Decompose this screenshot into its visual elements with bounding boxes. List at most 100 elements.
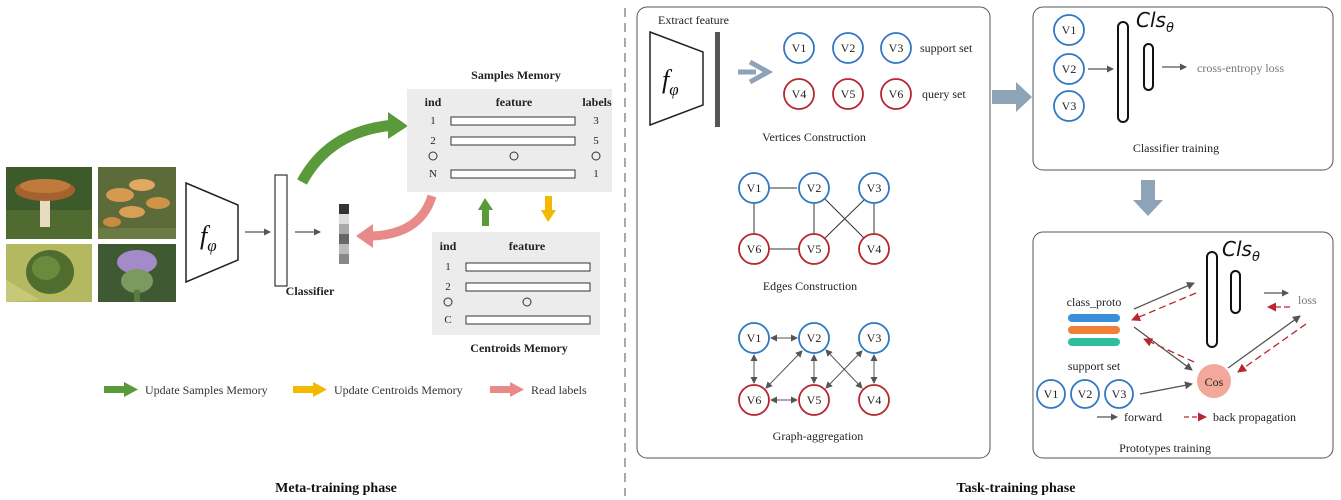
- centroids-row-ind: C: [444, 314, 451, 326]
- samples-memory-panel: ind feature labels 1 3 2 5 N 1: [407, 89, 612, 192]
- support-vertices: V1 V2 V3: [783, 32, 912, 64]
- samples-memory-title: Samples Memory: [471, 68, 561, 82]
- update-samples-arrow: [297, 119, 396, 185]
- classifier-training-title: Classifier training: [1133, 141, 1219, 155]
- cls-layer-2: [1143, 43, 1154, 91]
- ellipsis-circle: [428, 151, 438, 161]
- vertex-label: V2: [1078, 387, 1093, 401]
- class-proto-bars: [1068, 314, 1120, 346]
- vertex-label: V3: [1062, 99, 1077, 113]
- vertex-label: V6: [747, 393, 762, 407]
- ellipsis-circle: [591, 151, 601, 161]
- read-labels-arrowhead: [356, 224, 373, 248]
- proto-bar-teal: [1068, 338, 1120, 346]
- class-proto-label: class_proto: [1067, 295, 1122, 309]
- proto-cls-layer-1: [1206, 251, 1218, 348]
- edges-graph: V1 V2 V3 V6 V5 V4: [738, 172, 890, 265]
- update-centroids-small-arrow: [541, 196, 556, 222]
- vertex-label: V4: [867, 393, 882, 407]
- legend-update-samples: Update Samples Memory: [145, 383, 268, 397]
- arrow-to-classifier-training: [992, 82, 1032, 112]
- meta-training-phase-label: Meta-training phase: [275, 481, 397, 496]
- backprop-cls-to-proto: [1131, 292, 1197, 322]
- classifier-training-panel: [1032, 6, 1334, 171]
- arrow-proto-to-cls: [1133, 282, 1195, 310]
- samples-header-labels: labels: [582, 95, 612, 109]
- vertex-label: V2: [807, 331, 822, 345]
- centroids-row-ind: 2: [445, 281, 451, 293]
- graph-aggregation-label: Graph-aggregation: [773, 429, 864, 443]
- backprop-loss-to-cos: [1237, 323, 1307, 373]
- cls-theta-label: Clsθ: [1136, 8, 1174, 36]
- gray-arrow-to-vertices: [738, 59, 774, 85]
- samples-row-ind: 1: [430, 115, 436, 127]
- vertex-label: V1: [747, 181, 762, 195]
- legend-update-centroids: Update Centroids Memory: [334, 383, 463, 397]
- proto-support-nodes: V1 V2 V3: [1036, 379, 1134, 409]
- centroids-memory-title: Centroids Memory: [470, 341, 567, 355]
- vertex-label: V3: [867, 331, 882, 345]
- update-samples-arrowhead: [388, 112, 408, 139]
- read-labels-arrow: [369, 194, 437, 241]
- update-samples-small-arrow: [478, 198, 493, 226]
- vertex-label: V1: [1044, 387, 1059, 401]
- edges-construction-label: Edges Construction: [763, 279, 857, 293]
- encoder-block: fφ: [185, 181, 239, 284]
- arrow-cos-to-loss: [1227, 315, 1301, 369]
- samples-header-feature: feature: [496, 95, 533, 109]
- centroids-row-ind: 1: [445, 261, 451, 273]
- task-encoder-label: fφ: [662, 65, 679, 99]
- vertex-label: V2: [1062, 62, 1077, 76]
- proto-cls-layer-2: [1230, 270, 1241, 314]
- cos-node: [1197, 364, 1231, 398]
- samples-row-label: 5: [593, 135, 599, 147]
- proto-bar-orange: [1068, 326, 1120, 334]
- samples-row-label: 3: [593, 115, 599, 127]
- legend-read-labels: Read labels: [531, 383, 587, 397]
- query-set-label: query set: [922, 87, 966, 101]
- query-vertices: V4 V5 V6: [783, 78, 912, 110]
- arrow-proto-to-cos: [1133, 326, 1193, 371]
- proto-support-set-label: support set: [1068, 359, 1121, 373]
- vertex-label: V1: [1062, 23, 1077, 37]
- task-training-phase-label: Task-training phase: [957, 481, 1076, 496]
- image-mushroom-single: [6, 167, 92, 239]
- prototypes-training-title: Prototypes training: [1119, 441, 1211, 455]
- vertex-label: V2: [807, 181, 822, 195]
- extract-feature-label: Extract feature: [658, 13, 729, 27]
- feature-vector: [274, 174, 288, 287]
- vertex-label: V5: [841, 87, 856, 101]
- arrow-to-prototypes-training: [1133, 180, 1163, 216]
- samples-row-ind: N: [429, 168, 437, 180]
- legend: Update Samples Memory Update Centroids M…: [104, 382, 587, 397]
- backprop-cos-to-proto: [1143, 338, 1195, 363]
- vertex-label: V6: [747, 242, 762, 256]
- support-set-label: support set: [920, 41, 973, 55]
- cls-layer-1: [1117, 21, 1129, 123]
- vertex-label: V1: [792, 41, 807, 55]
- samples-row-label: 1: [593, 168, 599, 180]
- vertex-label: V3: [867, 181, 882, 195]
- image-artichoke-flower: [98, 244, 176, 302]
- logits-bar: [339, 204, 349, 264]
- vertex-label: V2: [841, 41, 856, 55]
- vertex-label: V1: [747, 331, 762, 345]
- centroids-header-feature: feature: [509, 239, 546, 253]
- ellipsis-circle: [509, 151, 519, 161]
- arrow-support-to-cos: [1139, 381, 1193, 395]
- task-feature-bar: [715, 32, 720, 127]
- vertices-construction-label: Vertices Construction: [762, 130, 866, 144]
- samples-header-ind: ind: [425, 95, 442, 109]
- aggregation-graph: V1 V2 V3 V6 V5 V4: [738, 322, 890, 416]
- proto-bar-blue: [1068, 314, 1120, 322]
- vertex-label: V4: [867, 242, 882, 256]
- centroids-header-ind: ind: [440, 239, 457, 253]
- task-encoder-block: fφ: [649, 30, 704, 127]
- image-custard-apple: [6, 244, 92, 302]
- ellipsis-circle: [522, 297, 532, 307]
- image-grid: [6, 167, 176, 302]
- cos-label: Cos: [1205, 375, 1224, 389]
- encoder-label: fφ: [200, 221, 217, 255]
- cross-entropy-loss-label: cross-entropy loss: [1197, 61, 1284, 75]
